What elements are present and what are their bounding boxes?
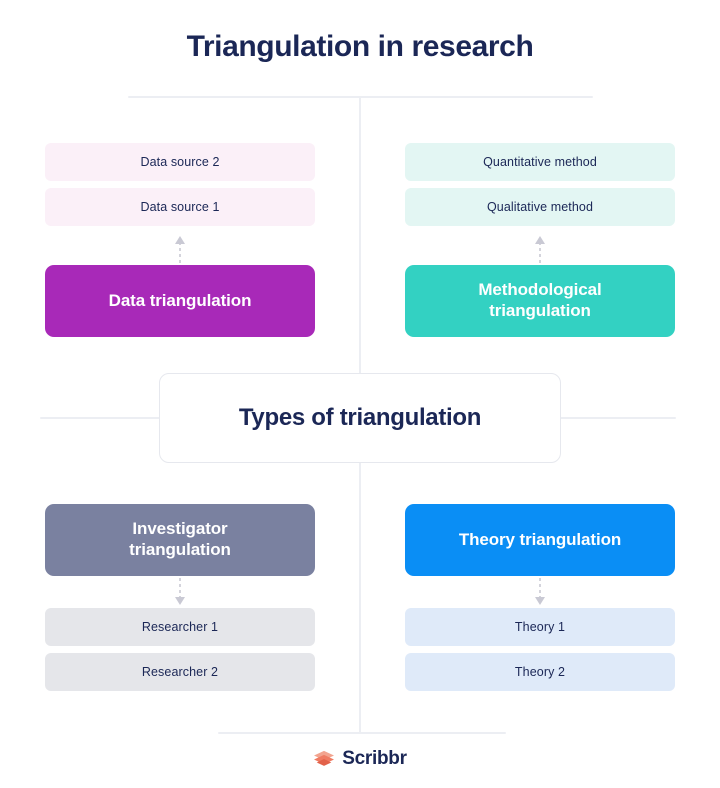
leaf-box: Theory 1 xyxy=(405,608,675,646)
leaf-box: Qualitative method xyxy=(405,188,675,226)
category-label-line2: triangulation xyxy=(489,301,591,320)
category-box-investigator-triangulation[interactable]: Investigator triangulation xyxy=(45,504,315,576)
category-box-methodological-triangulation[interactable]: Methodological triangulation xyxy=(405,265,675,337)
hub-label: Types of triangulation xyxy=(238,404,482,431)
leaf-box: Quantitative method xyxy=(405,143,675,181)
category-box-data-triangulation[interactable]: Data triangulation xyxy=(45,265,315,337)
footer-logo[interactable]: Scribbr xyxy=(0,748,720,770)
arrow-up-icon xyxy=(175,236,185,263)
leaf-box: Data source 1 xyxy=(45,188,315,226)
quadrant-investigator-triangulation: Investigator triangulation Researcher 1 … xyxy=(45,504,315,698)
logo-wordmark: Scribbr xyxy=(342,748,407,769)
graduation-cap-icon xyxy=(314,750,335,766)
leaf-box: Researcher 2 xyxy=(45,653,315,691)
arrow-down-connector xyxy=(45,576,315,608)
quadrant-methodological-triangulation: Quantitative method Qualitative method M… xyxy=(405,143,675,337)
arrow-up-connector xyxy=(405,233,675,265)
arrow-down-connector xyxy=(405,576,675,608)
arrow-down-icon xyxy=(175,578,185,605)
category-label-line1: Methodological xyxy=(478,280,602,300)
arrow-up-icon xyxy=(535,236,545,263)
quadrant-data-triangulation: Data source 2 Data source 1 Data triangu… xyxy=(45,143,315,337)
quadrant-theory-triangulation: Theory triangulation Theory 1 Theory 2 xyxy=(405,504,675,698)
divider-line-bottom xyxy=(218,732,506,734)
leaf-box: Data source 2 xyxy=(45,143,315,181)
leaf-box: Theory 2 xyxy=(405,653,675,691)
leaf-box: Researcher 1 xyxy=(45,608,315,646)
category-label-line1: Investigator xyxy=(132,519,228,539)
hub-box-types-of-triangulation[interactable]: Types of triangulation xyxy=(159,373,561,463)
arrow-down-icon xyxy=(535,578,545,605)
page-title: Triangulation in research xyxy=(186,30,534,63)
category-label-line2: triangulation xyxy=(129,540,231,559)
arrow-up-connector xyxy=(45,233,315,265)
category-box-theory-triangulation[interactable]: Theory triangulation xyxy=(405,504,675,576)
